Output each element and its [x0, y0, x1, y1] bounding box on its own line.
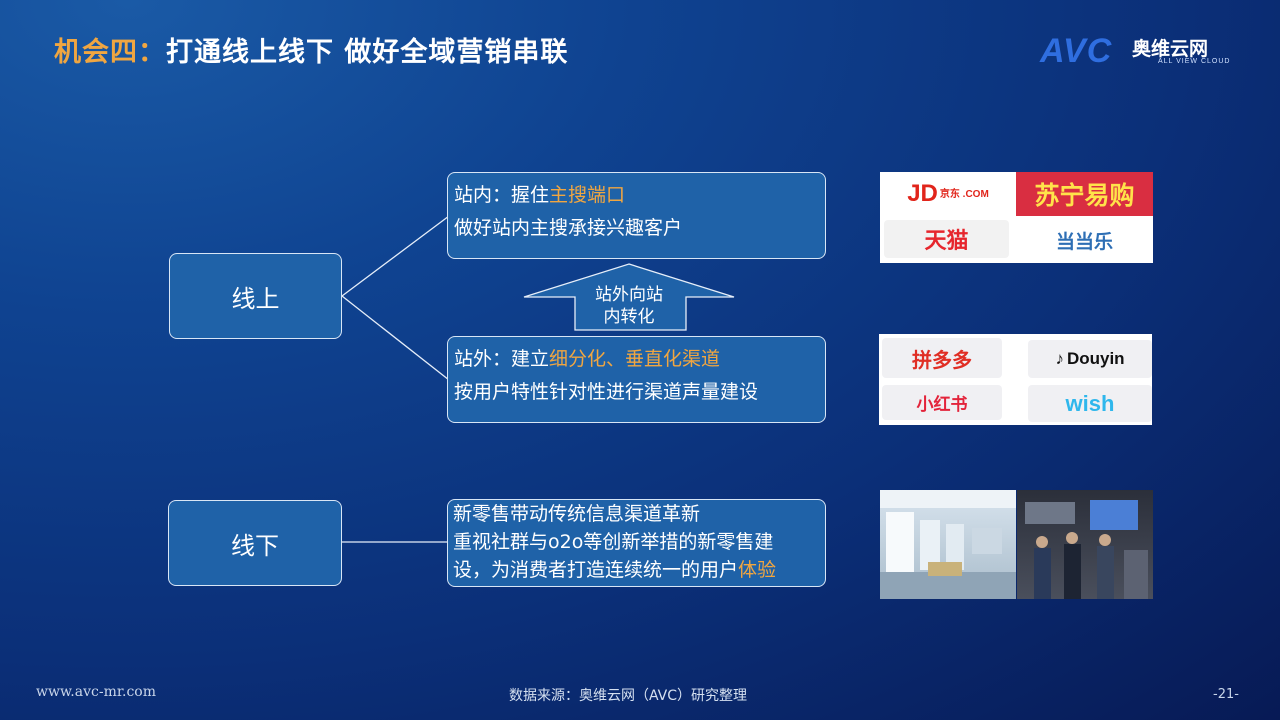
box-onsite-prefix: 站内：握住 [454, 184, 550, 206]
box-offsite-highlight: 细分化、垂直化渠道 [549, 348, 721, 370]
jd-logo-small: 京东 .COM [939, 188, 989, 200]
connector-online-bottom [341, 295, 450, 381]
box-onsite: 站内：握住主搜端口 做好站内主搜承接兴趣客户 [447, 172, 826, 259]
footer-source: 数据来源：奥维云网（AVC）研究整理 [509, 688, 748, 704]
box-onsite-highlight: 主搜端口 [549, 184, 626, 206]
box-offsite-line2: 按用户特性针对性进行渠道声量建设 [454, 381, 759, 403]
title-accent: 机会四： [54, 37, 166, 68]
xiaohongshu-logo: 小红书 [882, 385, 1002, 420]
box-retail-line3: 设，为消费者打造连续统一的用户体验 [453, 556, 819, 584]
logo-brand: AVC [1040, 32, 1113, 70]
store-photo-visitors [1017, 490, 1153, 599]
store-photos [880, 490, 1153, 599]
box-retail-prefix: 设，为消费者打造连续统一的用户 [453, 559, 739, 581]
node-online: 线上 [169, 253, 342, 339]
footer-url: www.avc-mr.com [36, 684, 156, 700]
box-retail-line2: 重视社群与o2o等创新举措的新零售建 [453, 531, 774, 553]
node-offline-label: 线下 [231, 531, 279, 560]
box-offsite-line1: 站外：建立细分化、垂直化渠道 [454, 343, 819, 376]
node-online-label: 线上 [231, 284, 280, 313]
page-number: -21- [1213, 687, 1239, 702]
wish-logo: wish [1028, 385, 1152, 422]
dangdang-logo: 当当乐 [1055, 230, 1113, 253]
node-offline: 线下 [168, 500, 342, 586]
douyin-logo-text: Douyin [1066, 349, 1125, 368]
box-retail-line1: 新零售带动传统信息渠道革新 [453, 503, 701, 525]
box-onsite-line2: 做好站内主搜承接兴趣客户 [454, 217, 683, 239]
logo-cn: 奥维云网 [1132, 38, 1209, 60]
arrow-label: 站外向站 内转化 [574, 284, 684, 328]
arrow-label-line2: 内转化 [603, 307, 655, 327]
box-offsite-prefix: 站外：建立 [454, 348, 550, 370]
store-photo-interior [880, 490, 1016, 599]
tmall-logo: 天猫 [884, 220, 1009, 258]
suning-logo: 苏宁易购 [1016, 172, 1153, 216]
box-new-retail: 新零售带动传统信息渠道革新 重视社群与o2o等创新举措的新零售建 设，为消费者打… [447, 499, 826, 587]
social-logos: 拼多多 ♪Douyin 小红书 wish [879, 334, 1152, 425]
up-arrow [523, 263, 735, 331]
douyin-icon: ♪ [1055, 349, 1064, 368]
page-title: 机会四：打通线上线下 做好全域营销串联 [54, 30, 568, 69]
jd-logo-text: JD [907, 180, 938, 207]
arrow-label-line1: 站外向站 [595, 285, 663, 305]
douyin-logo: ♪Douyin [1028, 340, 1152, 378]
logo-en: ALL VIEW CLOUD [1158, 58, 1231, 65]
title-main: 打通线上线下 做好全域营销串联 [166, 37, 569, 68]
box-offsite: 站外：建立细分化、垂直化渠道 按用户特性针对性进行渠道声量建设 [447, 336, 826, 423]
avc-logo: AVC 奥维云网 ALL VIEW CLOUD [1040, 32, 1245, 72]
box-onsite-line1: 站内：握住主搜端口 [454, 179, 819, 212]
box-retail-highlight: 体验 [738, 559, 777, 581]
connector-online-top [341, 215, 450, 297]
pinduoduo-logo: 拼多多 [882, 338, 1002, 378]
